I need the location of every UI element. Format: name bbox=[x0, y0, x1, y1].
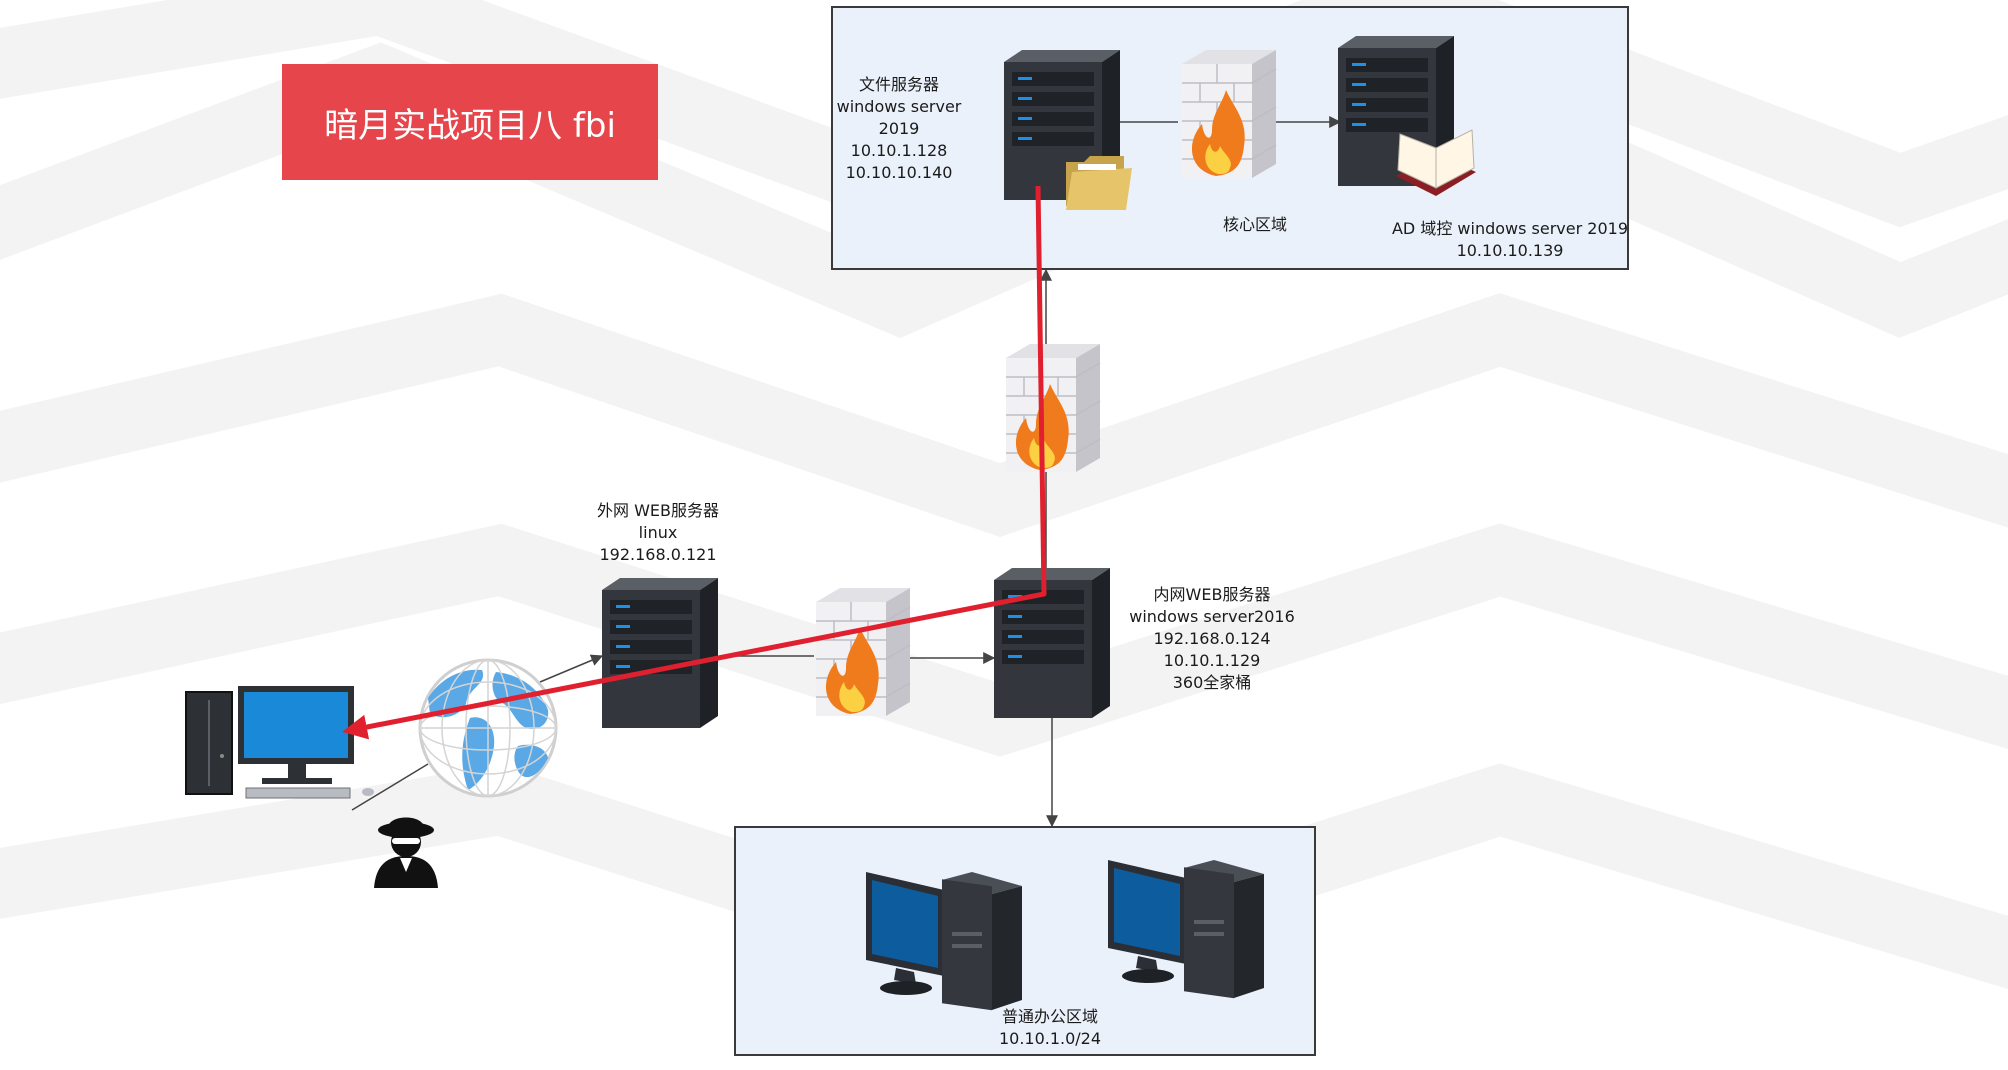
globe-icon bbox=[418, 658, 558, 798]
internal-web-av: 360全家桶 bbox=[1172, 673, 1252, 692]
file-server-name: 文件服务器 bbox=[858, 75, 939, 94]
internal-web-label: 内网WEB服务器 windows server2016 192.168.0.12… bbox=[1124, 584, 1300, 694]
link-attacker-to-globe bbox=[351, 763, 429, 811]
hacker-icon bbox=[374, 817, 438, 888]
book-icon bbox=[1396, 129, 1476, 196]
file-server-ip-2: 10.10.10.140 bbox=[845, 163, 953, 182]
firewall-icon bbox=[1181, 49, 1277, 179]
internal-web-os: windows server2016 bbox=[1129, 607, 1295, 626]
office-zone-subnet: 10.10.1.0/24 bbox=[998, 1029, 1102, 1048]
file-server-os: windows server bbox=[836, 97, 962, 116]
external-web-ip: 192.168.0.121 bbox=[599, 545, 717, 564]
ad-controller-name: AD 域控 windows server 2019 bbox=[1391, 219, 1629, 238]
internal-web-ip-2: 10.10.1.129 bbox=[1163, 651, 1261, 670]
office-zone-name: 普通办公区域 bbox=[1001, 1007, 1098, 1026]
internal-web-ip-1: 192.168.0.124 bbox=[1153, 629, 1271, 648]
internal-web-name: 内网WEB服务器 bbox=[1153, 585, 1271, 604]
external-web-label: 外网 WEB服务器 linux 192.168.0.121 bbox=[568, 500, 748, 566]
internal-web-server-icon bbox=[994, 568, 1110, 718]
file-server-label: 文件服务器 windows server 2019 10.10.1.128 10… bbox=[824, 74, 974, 184]
network-links bbox=[351, 116, 1342, 828]
attack-path bbox=[342, 185, 1047, 740]
attacker-computer-icon bbox=[185, 686, 374, 799]
link-globe-to-external bbox=[539, 654, 604, 683]
diagram-title: 暗月实战项目八 fbi bbox=[282, 64, 658, 180]
external-web-name: 外网 WEB服务器 bbox=[597, 501, 719, 520]
core-zone-label: 核心区域 bbox=[1222, 215, 1287, 234]
office-desktop-icon bbox=[1108, 860, 1264, 999]
file-server-ip-1: 10.10.1.128 bbox=[850, 141, 948, 160]
external-web-server-icon bbox=[602, 578, 718, 728]
external-web-os: linux bbox=[638, 523, 678, 542]
ad-controller-ip: 10.10.10.139 bbox=[1456, 241, 1564, 260]
file-server-os-version: 2019 bbox=[878, 119, 920, 138]
ad-controller-label: AD 域控 windows server 2019 10.10.10.139 bbox=[1380, 218, 1640, 262]
folder-icon bbox=[1066, 156, 1132, 210]
firewall-icon bbox=[1005, 343, 1101, 473]
office-zone-label: 普通办公区域 10.10.1.0/24 bbox=[950, 1006, 1150, 1050]
firewall-icon bbox=[815, 587, 911, 717]
office-desktop-icon bbox=[866, 872, 1022, 1011]
